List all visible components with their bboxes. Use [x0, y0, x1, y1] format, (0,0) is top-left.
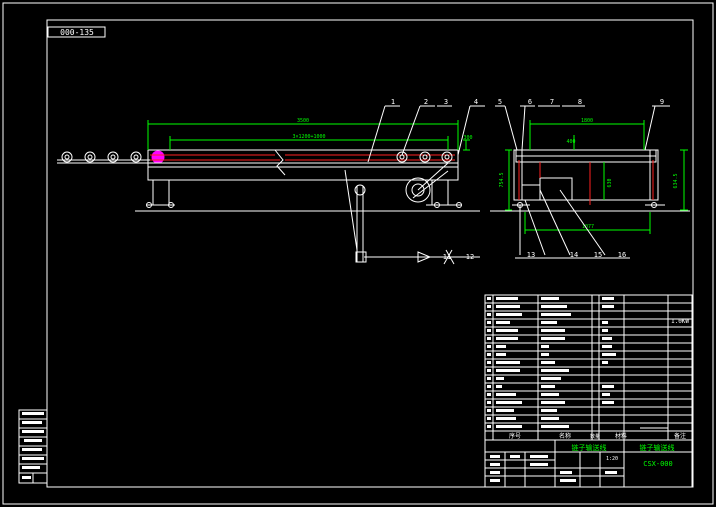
balloon-1: 1 [391, 98, 395, 106]
side-height-dim-left: 754.5 [499, 172, 505, 187]
motor-power-note: 1.0KW [671, 318, 689, 325]
balloon-4: 4 [474, 98, 478, 106]
front-balloons: 1 2 3 4 11 12 [391, 98, 478, 261]
product-name-right: 链子输送线 [640, 443, 675, 452]
balloon-8: 8 [578, 98, 582, 106]
side-height-dim-right: 634.5 [673, 173, 679, 188]
drive-unit [354, 162, 449, 262]
front-leaders [344, 105, 485, 265]
front-dimensions [147, 120, 470, 151]
title-block [484, 427, 693, 488]
balloon-14: 14 [570, 251, 578, 259]
balloon-2: 2 [424, 98, 428, 106]
overall-length-dim: 3500 [297, 118, 309, 124]
pitch-dim: 3×1200+1000 [292, 134, 325, 140]
drawing-code: 000-135 [60, 28, 94, 37]
side-leaders [495, 105, 670, 259]
balloon-7: 7 [550, 98, 554, 106]
bom-table [484, 294, 693, 441]
height-dim: 300 [463, 135, 472, 141]
front-view: 3500 3×1200+1000 300 1 2 3 4 11 12 [57, 98, 690, 265]
balloon-5: 5 [498, 98, 502, 106]
balloon-13: 13 [527, 251, 535, 259]
product-name: 链子输送线 [572, 443, 607, 452]
side-frame [512, 149, 665, 208]
header-index: 序号 [509, 432, 521, 440]
side-inner-dim: 400 [566, 139, 575, 145]
header-name: 名称 [559, 432, 571, 440]
balloon-15: 15 [594, 251, 602, 259]
roller-row-right [396, 151, 453, 163]
balloon-12: 12 [466, 253, 474, 261]
side-bottom-dim: 1077 [582, 224, 594, 230]
support-legs [146, 179, 462, 208]
break-line [274, 149, 286, 176]
balloon-11: 11 [443, 253, 451, 261]
chain-hidden-lines [150, 154, 455, 161]
balloon-16: 16 [618, 251, 626, 259]
side-width-dim: 1800 [581, 118, 593, 124]
conveyor-frame [147, 149, 459, 181]
side-dimensions [505, 120, 688, 234]
drawing-number: CSX-000 [643, 460, 673, 468]
header-material: 材料 [615, 432, 627, 440]
balloon-6: 6 [528, 98, 532, 106]
header-qty: 数量 [590, 433, 600, 440]
header-remark: 备注 [674, 432, 686, 440]
revision-block [18, 409, 48, 484]
side-height-dim-mid: 630 [607, 178, 613, 187]
side-balloons: 5 6 7 8 9 13 14 15 16 [498, 98, 664, 259]
bom-cell-text [487, 297, 616, 428]
revision-block-cells [22, 412, 44, 479]
drawing-code-box: 000-135 [47, 26, 106, 38]
title-block-cells [490, 455, 617, 482]
bom-header: 序号 名称 数量 材料 备注 [509, 432, 686, 440]
drive-sprocket-highlight [151, 150, 165, 164]
balloon-9: 9 [660, 98, 664, 106]
balloon-3: 3 [444, 98, 448, 106]
scale-value: 1:20 [606, 456, 618, 462]
side-hidden-lines [518, 160, 654, 205]
roller-row-left [61, 151, 142, 163]
side-view: 1800 400 754.5 630 634.5 1077 5 6 7 8 9 … [495, 98, 688, 259]
